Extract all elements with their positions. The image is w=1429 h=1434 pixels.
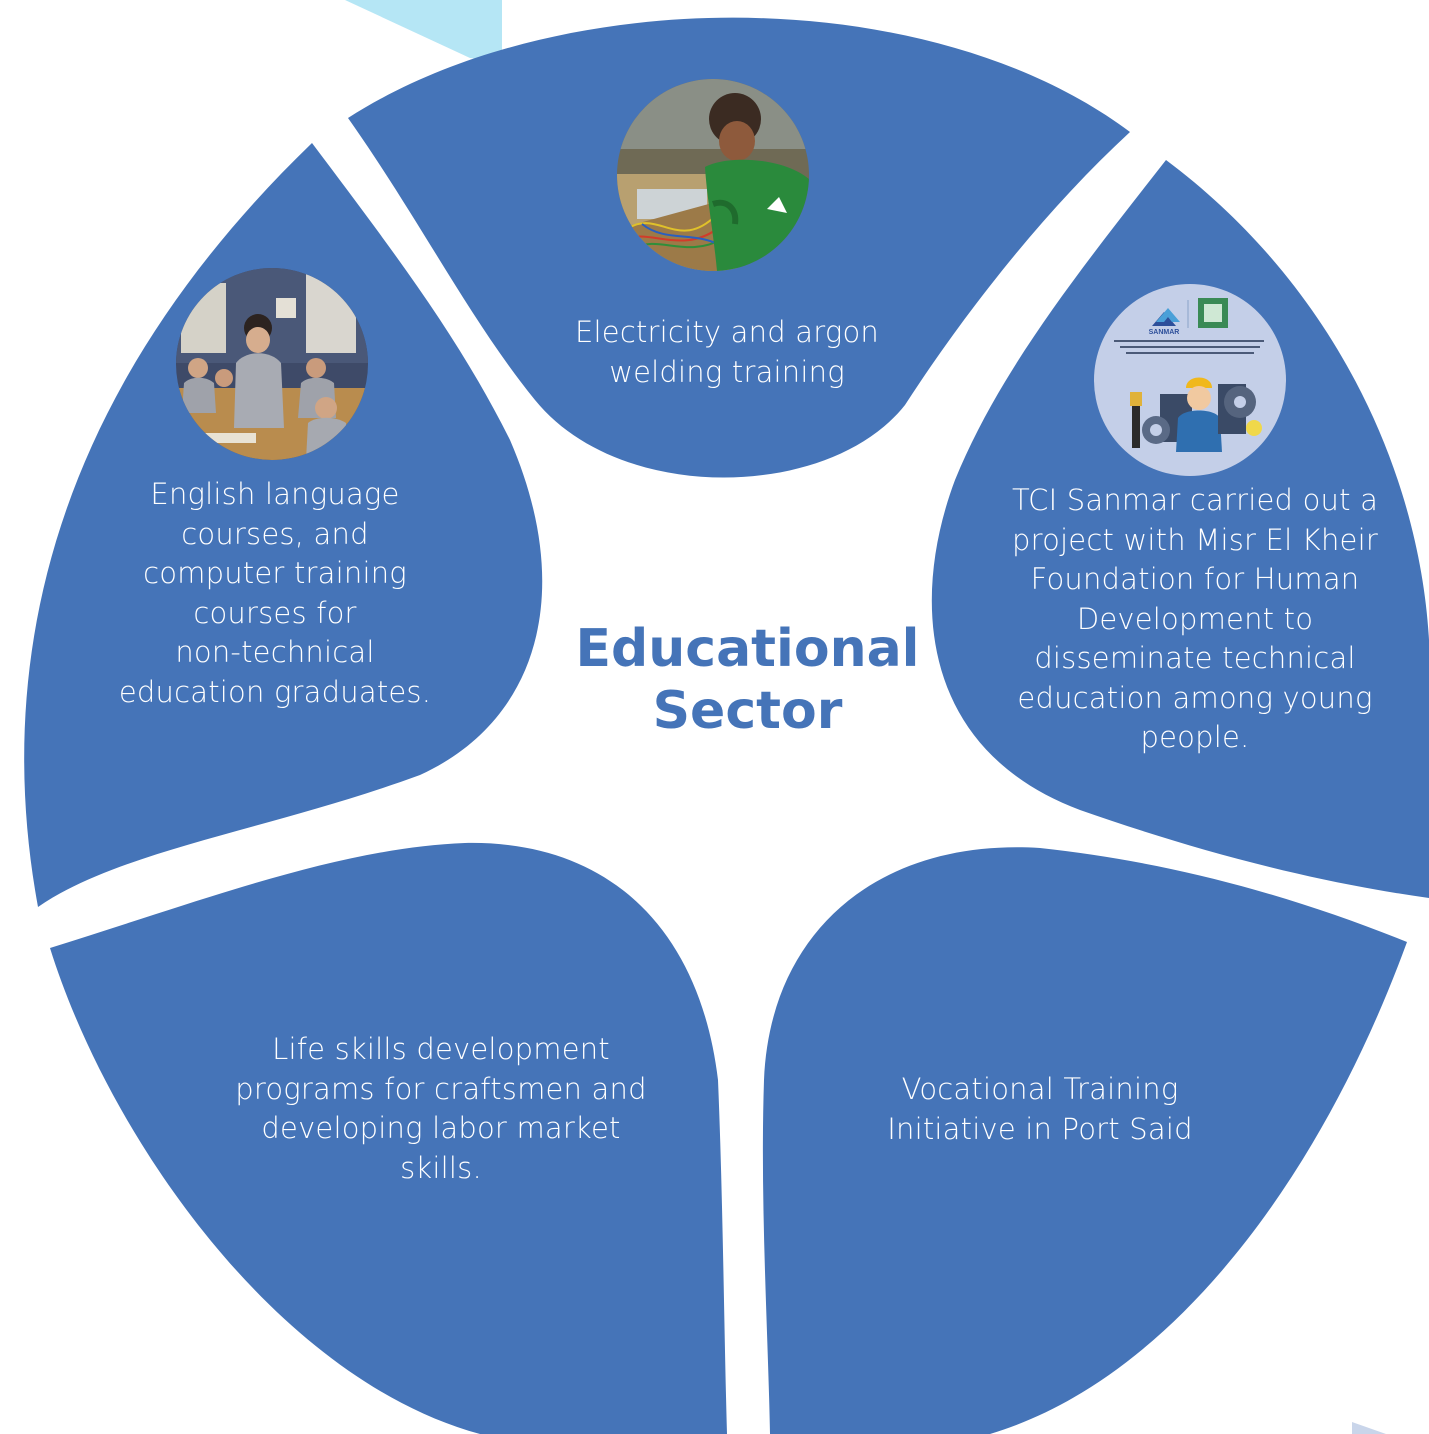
petal-bottom-right [762,847,1407,1434]
english-course-photo [176,268,368,460]
sanmar-logo-text: SANMAR [1149,329,1180,336]
diagram-center-title: Educational Sector [575,619,920,741]
petal-top-text: Electricity and argon welding training [575,315,879,389]
sanmar-logo-illustration: SANMAR [1094,284,1286,476]
petal-left [24,143,543,907]
petal-right-text: TCI Sanmar carried out a project with Mi… [1011,483,1379,754]
petal-right [931,160,1429,898]
welding-training-photo [617,79,809,271]
petal-left-text: English language courses, and computer t… [118,477,432,709]
decorative-bottom-wedge [1352,1422,1386,1434]
petal-bottom-left-text: Life skills development programs for cra… [235,1032,647,1185]
petal-bottom-right-text: Vocational Training Initiative in Port S… [887,1072,1193,1146]
petal-bottom-left [50,842,727,1434]
decorative-top-wedge [345,0,502,62]
